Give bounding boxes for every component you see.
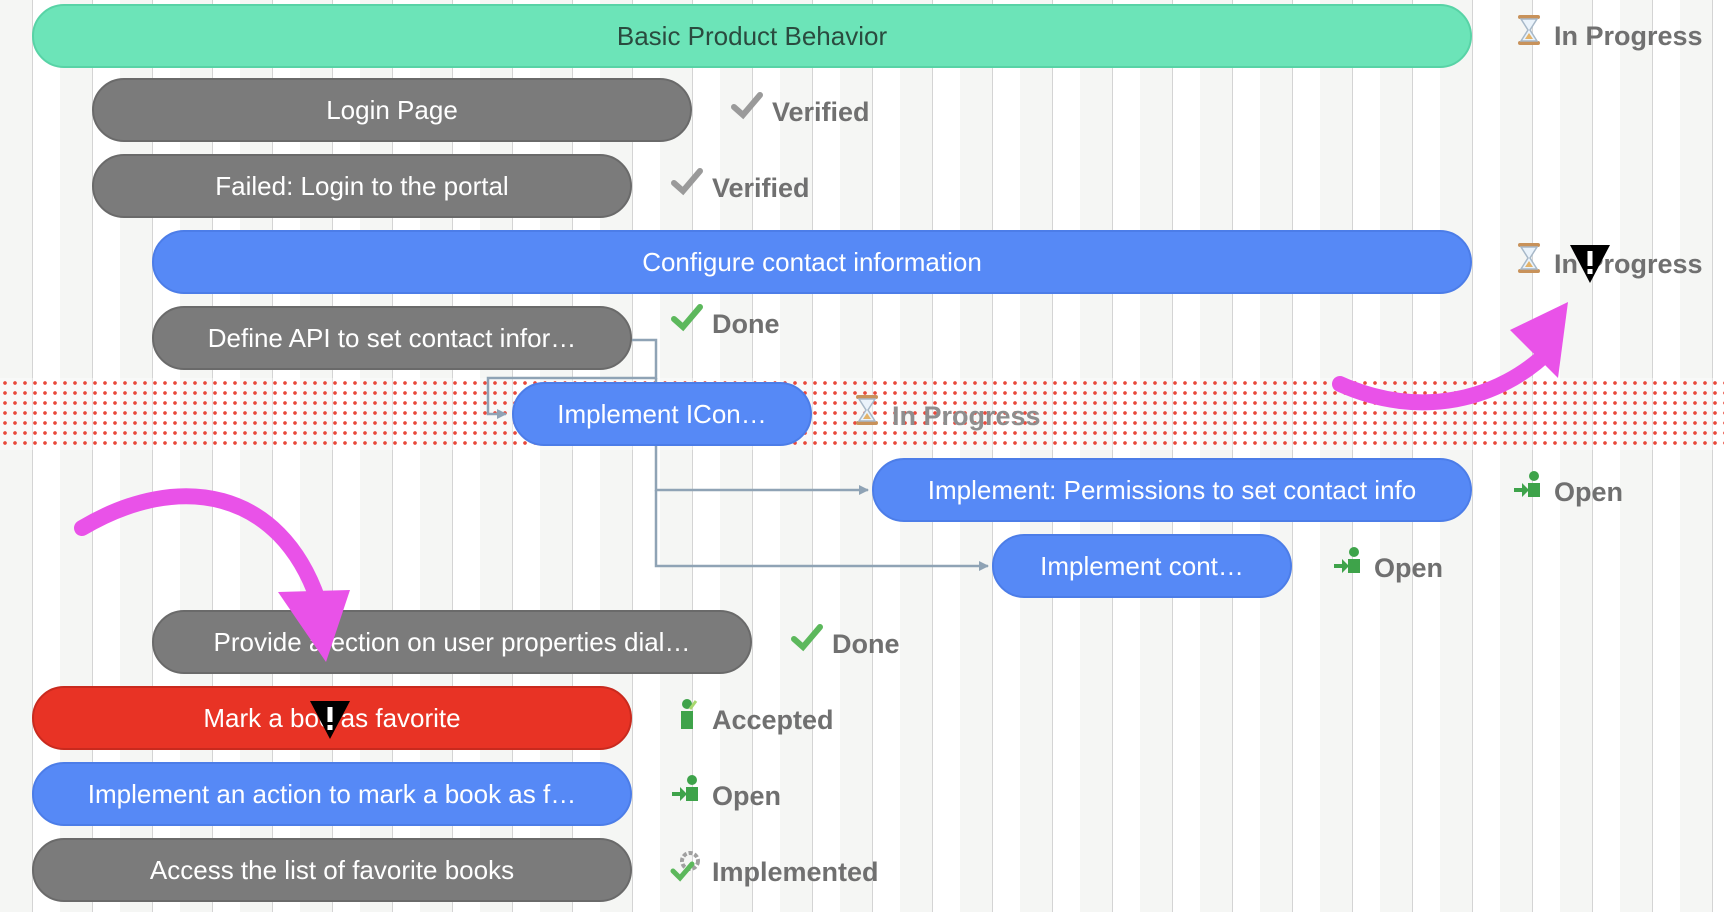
task-bar-basic-product-behavior[interactable]: Basic Product Behavior: [32, 4, 1472, 68]
status-login-page: Verified: [730, 92, 870, 132]
status-text: Accepted: [712, 704, 834, 735]
status-basic-product-behavior: In Progress: [1512, 15, 1703, 56]
hourglass-icon: [856, 395, 878, 425]
status-access-favorite-list: Implemented: [670, 851, 879, 892]
person-check-icon: [681, 699, 698, 729]
task-bar-failed-login[interactable]: Failed: Login to the portal: [92, 154, 632, 218]
task-bar-provide-section[interactable]: Provide a ection on user properties dial…: [152, 610, 752, 674]
status-provide-section: Done: [790, 624, 900, 664]
task-bar-access-favorite-list[interactable]: Access the list of favorite books: [32, 838, 632, 902]
task-bar-implement-icon[interactable]: Implement ICon…: [512, 382, 812, 446]
task-label: Login Page: [326, 94, 458, 125]
person-arrow-icon: [1514, 471, 1540, 497]
check-green-icon: [671, 304, 703, 332]
task-label: Basic Product Behavior: [616, 20, 888, 51]
task-bar-define-api[interactable]: Define API to set contact infor…: [152, 306, 632, 370]
task-label: Implement an action to mark a book as f…: [87, 778, 577, 809]
hourglass-icon: [1518, 243, 1540, 273]
status-text: In Progress: [1554, 20, 1703, 51]
status-implement-mark-action: Open: [670, 775, 782, 816]
status-text: Open: [712, 780, 782, 811]
warning-icon: [1570, 245, 1610, 283]
gear-check-icon: [670, 851, 700, 882]
status-text: Verified: [712, 172, 810, 203]
person-arrow-icon: [1334, 547, 1360, 573]
check-gray-icon: [671, 168, 703, 196]
task-label: Implement ICon…: [557, 398, 767, 429]
status-mark-book-favorite: Accepted: [670, 699, 834, 740]
status-implement-cont: Open: [1332, 547, 1444, 588]
hourglass-icon: [1518, 15, 1540, 45]
task-label: Provide a ection on user properties dial…: [213, 626, 691, 657]
check-green-icon: [791, 624, 823, 652]
task-bar-login-page[interactable]: Login Page: [92, 78, 692, 142]
task-bar-configure-contact-information[interactable]: Configure contact information: [152, 230, 1472, 294]
task-label: Define API to set contact infor…: [207, 322, 577, 353]
task-label: Failed: Login to the portal: [215, 170, 509, 201]
status-implement-icon: In Progress: [850, 395, 1041, 436]
task-bar-implement-cont[interactable]: Implement cont…: [992, 534, 1292, 598]
task-bar-implement-permissions[interactable]: Implement: Permissions to set contact in…: [872, 458, 1472, 522]
status-failed-login: Verified: [670, 168, 810, 208]
task-label: Configure contact information: [642, 246, 982, 277]
status-text: Done: [832, 628, 900, 659]
status-text: Verified: [772, 96, 870, 127]
check-gray-icon: [731, 92, 763, 120]
status-text: Open: [1374, 552, 1444, 583]
status-text: Done: [712, 308, 780, 339]
task-bar-implement-mark-action[interactable]: Implement an action to mark a book as f…: [32, 762, 632, 826]
status-define-api: Done: [670, 304, 780, 344]
task-label: Implement: Permissions to set contact in…: [927, 474, 1417, 505]
person-arrow-icon: [672, 775, 698, 801]
status-text: In Progress: [892, 400, 1041, 431]
warning-icon: [310, 701, 350, 739]
status-implement-permissions: Open: [1512, 471, 1624, 512]
task-label: Access the list of favorite books: [149, 854, 515, 885]
status-text: Implemented: [712, 856, 879, 887]
status-text: Open: [1554, 476, 1624, 507]
task-label: Implement cont…: [1040, 550, 1244, 581]
